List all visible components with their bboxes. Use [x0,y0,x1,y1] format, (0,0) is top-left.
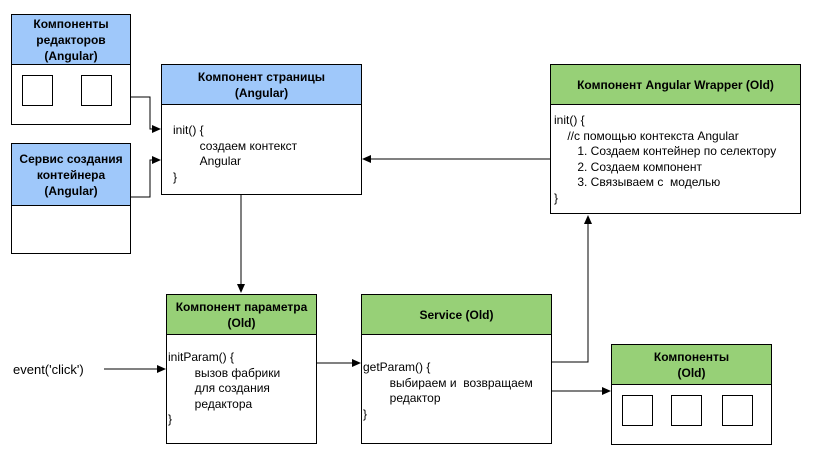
editors-components-header: Компоненты редакторов (Angular) [12,15,130,65]
angular-wrapper-header: Компонент Angular Wrapper (Old) [551,65,800,105]
container-service-header: Сервис создания контейнера (Angular) [12,144,130,206]
connector-service-to-page [131,156,161,198]
editor-square-2 [81,75,112,106]
editors-components-box: Компоненты редакторов (Angular) [11,14,131,125]
angular-wrapper-code: init() { //с помощью контекста Angular 1… [554,113,777,205]
angular-wrapper-box: Компонент Angular Wrapper (Old) init() {… [550,64,801,214]
param-component-box: Компонент параметра (Old) initParam() { … [166,294,317,444]
component-square-1 [622,395,653,426]
component-square-3 [722,395,753,426]
container-service-box: Сервис создания контейнера (Angular) [11,143,131,254]
param-component-code: initParam() { вызов фабрики для создания… [168,350,281,426]
connector-service-to-wrapper [552,215,592,363]
event-click-label: event('click') [13,362,84,377]
page-component-header: Компонент страницы (Angular) [162,65,361,105]
page-component-title: Компонент страницы (Angular) [197,69,326,100]
container-service-title: Сервис создания контейнера (Angular) [19,151,123,198]
service-code: getParam() { выбираем и возвращаем редак… [363,360,533,421]
service-box: Service (Old) getParam() { выбираем и во… [361,294,552,444]
connector-editors-to-page [131,96,161,133]
param-component-title: Компонент параметра (Old) [175,299,308,330]
old-components-header: Компоненты (Old) [612,345,771,385]
page-component-code: init() { создаем контекст Angular } [173,123,298,184]
editor-square-1 [22,75,53,106]
service-header: Service (Old) [362,295,551,335]
service-title: Service (Old) [419,307,494,322]
page-component-box: Компонент страницы (Angular) init() { со… [161,64,362,195]
angular-wrapper-title: Компонент Angular Wrapper (Old) [577,77,774,92]
component-square-2 [671,395,702,426]
old-components-title: Компоненты (Old) [653,349,730,380]
param-component-header: Компонент параметра (Old) [167,295,316,335]
editors-components-title: Компоненты редакторов (Angular) [33,16,109,63]
old-components-box: Компоненты (Old) [611,344,772,445]
